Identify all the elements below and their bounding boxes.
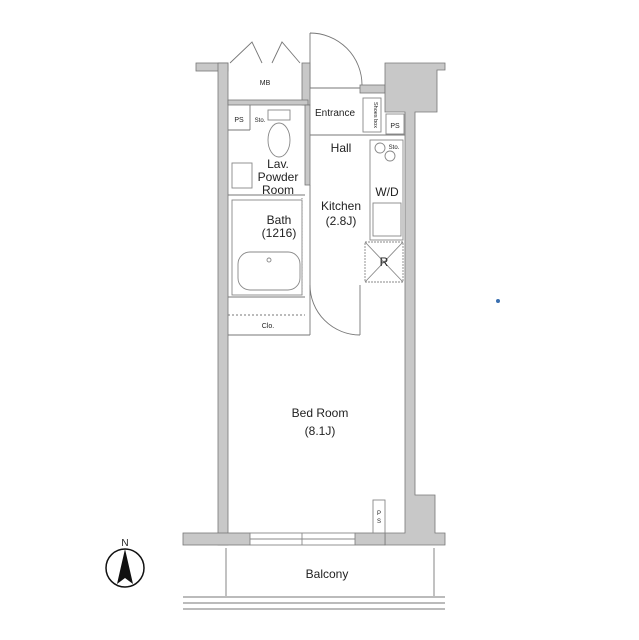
north-compass-icon — [105, 548, 145, 588]
mb-label: MB — [260, 80, 271, 87]
hall-label: Hall — [331, 141, 352, 155]
kitchen-size: (2.8J) — [326, 214, 357, 228]
ps-bottom-box — [372, 499, 386, 534]
blue-dot — [496, 299, 500, 303]
refrigerator-icon — [364, 241, 404, 283]
entrance-door[interactable] — [309, 32, 363, 88]
kitchen-counter — [369, 139, 404, 241]
shoes-box — [362, 97, 382, 133]
sto-kitchen-label: Sto. — [389, 145, 400, 151]
ps-bottom-label-1: P — [377, 511, 381, 517]
lav-label-3: Room — [262, 183, 294, 197]
lav-label-2: Powder — [258, 170, 299, 184]
refrigerator-label: R — [380, 255, 389, 269]
wd-label: W/D — [375, 185, 399, 199]
balcony-label: Balcony — [306, 567, 349, 581]
lav-label-1: Lav. — [267, 157, 289, 171]
bedroom-label: Bed Room — [292, 406, 349, 420]
bath-size: (1216) — [262, 226, 297, 240]
sto-lav-label: Sto. — [255, 118, 266, 124]
toilet-icon — [267, 109, 291, 158]
kitchen-label: Kitchen — [321, 199, 361, 213]
ps-left-label: PS — [234, 117, 244, 124]
mb-doors — [229, 41, 301, 64]
washbasin-icon — [231, 162, 253, 189]
ps-right-label: PS — [390, 123, 400, 130]
bedroom-door[interactable] — [309, 284, 361, 336]
bathtub-icon — [231, 199, 303, 296]
bath-label: Bath — [267, 213, 292, 227]
ps-bottom-label-2: S — [377, 519, 381, 525]
closet-label: Clo. — [262, 323, 275, 330]
compass-label: N — [121, 538, 128, 549]
balcony-railing — [183, 548, 445, 610]
interior-partitions — [228, 87, 405, 336]
bedroom-size: (8.1J) — [305, 424, 336, 438]
walls — [182, 62, 446, 546]
bedroom-window[interactable] — [249, 532, 356, 546]
shoes-box-label: Shoes box — [372, 102, 378, 128]
ps-right-box — [385, 113, 405, 135]
entrance-label: Entrance — [315, 108, 355, 119]
